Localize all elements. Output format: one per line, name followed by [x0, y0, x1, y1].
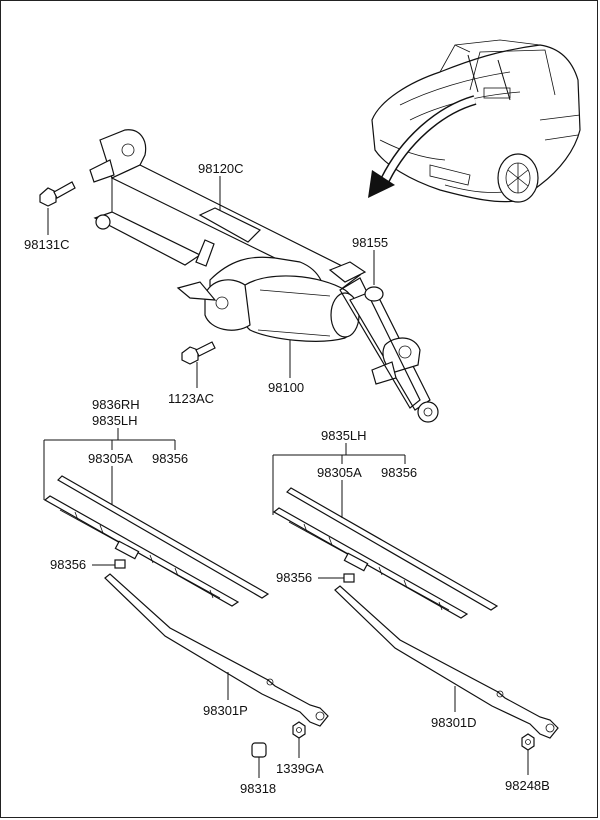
left-blade-assembly	[43, 475, 329, 758]
label-98301d: 98301D	[431, 715, 477, 730]
label-9835lh-right: 9835LH	[321, 428, 367, 443]
label-9836rh: 9836RH	[92, 397, 140, 412]
label-98305a-left: 98305A	[88, 451, 133, 466]
right-blade-assembly	[272, 487, 559, 751]
leader-lines	[43, 176, 529, 778]
label-98248b: 98248B	[505, 778, 550, 793]
label-98301p: 98301P	[203, 703, 248, 718]
wiper-linkage-frame	[89, 129, 439, 423]
label-98356-right-side: 98356	[276, 570, 312, 585]
label-1339ga: 1339GA	[276, 761, 324, 776]
label-98120c: 98120C	[198, 161, 244, 176]
label-98305a-right: 98305A	[317, 465, 362, 480]
label-98318: 98318	[240, 781, 276, 796]
label-98131c: 98131C	[24, 237, 70, 252]
label-9835lh-left: 9835LH	[92, 413, 138, 428]
label-98100: 98100	[268, 380, 304, 395]
label-98356-left-top: 98356	[152, 451, 188, 466]
label-98356-left-side: 98356	[50, 557, 86, 572]
car-illustration	[368, 39, 581, 203]
label-98356-right-top: 98356	[381, 465, 417, 480]
label-1123ac: 1123AC	[168, 391, 214, 406]
cap-98155	[364, 286, 384, 302]
bolt-1123ac	[181, 341, 216, 365]
label-98155: 98155	[352, 235, 388, 250]
bolt-98131c	[39, 181, 76, 207]
